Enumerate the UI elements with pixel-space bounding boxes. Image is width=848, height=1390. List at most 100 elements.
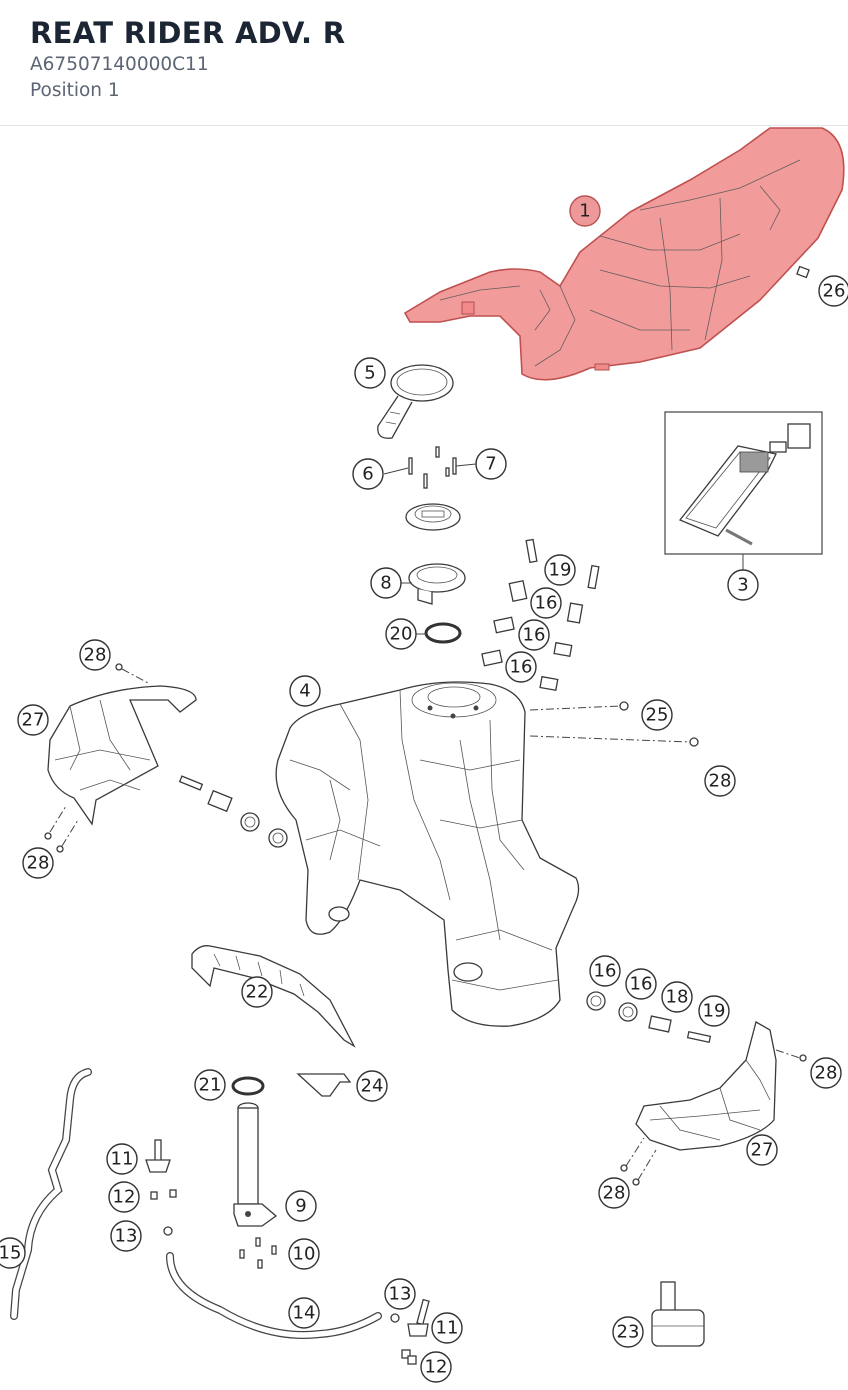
callout-15[interactable]: 15	[0, 1237, 26, 1269]
callout-13-a[interactable]: 13	[110, 1220, 142, 1252]
svg-text:7: 7	[485, 454, 496, 475]
callout-3[interactable]: 3	[727, 569, 759, 601]
callout-7[interactable]: 7	[475, 448, 507, 480]
part-5-cap-ring[interactable]	[377, 364, 454, 439]
callout-13-b[interactable]: 13	[384, 1278, 416, 1310]
part-16-19-bushings-upper[interactable]	[481, 538, 600, 692]
part-1-seat[interactable]	[403, 127, 845, 381]
svg-text:23: 23	[617, 1322, 640, 1343]
svg-text:22: 22	[246, 982, 269, 1003]
callout-10[interactable]: 10	[288, 1238, 320, 1270]
svg-text:16: 16	[510, 657, 533, 678]
svg-text:8: 8	[380, 573, 391, 594]
callout-12-a[interactable]: 12	[108, 1181, 140, 1213]
svg-text:28: 28	[709, 771, 732, 792]
part-8-cap-flange[interactable]	[408, 563, 466, 605]
svg-text:28: 28	[84, 645, 107, 666]
callout-6[interactable]: 6	[352, 458, 384, 490]
callout-28-c[interactable]: 28	[22, 847, 54, 879]
callout-28-a[interactable]: 28	[79, 639, 111, 671]
part-20-o-ring[interactable]	[424, 622, 462, 644]
svg-text:12: 12	[425, 1357, 448, 1378]
part-11-12-13-fittings-right[interactable]	[390, 1298, 430, 1365]
svg-text:15: 15	[0, 1243, 21, 1264]
callout-16-e[interactable]: 16	[625, 968, 657, 1000]
part-fuel-cap[interactable]	[405, 503, 461, 531]
part-27-left-cover[interactable]	[44, 663, 197, 853]
callout-19-upper[interactable]: 19	[544, 554, 576, 586]
callout-14[interactable]: 14	[288, 1297, 320, 1329]
callout-16-d[interactable]: 16	[589, 955, 621, 987]
svg-text:14: 14	[293, 1303, 316, 1324]
part-3-repair-kit[interactable]	[664, 411, 823, 570]
svg-text:28: 28	[815, 1063, 838, 1084]
callout-4[interactable]: 4	[289, 675, 321, 707]
svg-text:26: 26	[823, 281, 846, 302]
page-header: REAT RIDER ADV. R A67507140000C11 Positi…	[0, 0, 848, 126]
part-10-screws[interactable]	[239, 1237, 277, 1269]
svg-text:1: 1	[579, 201, 590, 222]
callout-27-left[interactable]: 27	[17, 704, 49, 736]
callout-9[interactable]: 9	[285, 1190, 317, 1222]
callout-21[interactable]: 21	[194, 1069, 226, 1101]
svg-text:4: 4	[299, 681, 310, 702]
callout-28-e[interactable]: 28	[598, 1177, 630, 1209]
part-24-bracket[interactable]	[296, 1073, 352, 1097]
part-number: A67507140000C11	[30, 54, 209, 75]
part-11-12-13-fittings-left[interactable]	[145, 1139, 177, 1236]
part-26-clip[interactable]	[796, 265, 810, 279]
part-25-28-tank-bolts[interactable]	[529, 701, 699, 747]
svg-text:27: 27	[751, 1140, 774, 1161]
part-15-hose[interactable]	[10, 1068, 92, 1320]
svg-text:16: 16	[630, 974, 653, 995]
callout-28-d[interactable]: 28	[810, 1057, 842, 1089]
callout-16-c[interactable]: 16	[505, 651, 537, 683]
svg-text:6: 6	[362, 464, 373, 485]
callout-26[interactable]: 26	[818, 275, 848, 307]
svg-text:28: 28	[27, 853, 50, 874]
svg-text:27: 27	[22, 710, 45, 731]
callout-24[interactable]: 24	[356, 1070, 388, 1102]
callout-23[interactable]: 23	[612, 1316, 644, 1348]
callout-16-a[interactable]: 16	[530, 587, 562, 619]
svg-text:24: 24	[361, 1076, 384, 1097]
svg-text:21: 21	[199, 1075, 222, 1096]
part-9-fuel-pump[interactable]	[233, 1102, 278, 1227]
svg-text:3: 3	[737, 575, 748, 596]
callout-19-lower[interactable]: 19	[698, 995, 730, 1027]
callout-18[interactable]: 18	[661, 981, 693, 1013]
callout-16-b[interactable]: 16	[518, 619, 550, 651]
callout-5[interactable]: 5	[354, 357, 386, 389]
callout-27-right[interactable]: 27	[746, 1134, 778, 1166]
svg-text:16: 16	[523, 625, 546, 646]
svg-text:5: 5	[364, 363, 375, 384]
callout-11-b[interactable]: 11	[431, 1312, 463, 1344]
part-16-18-19-bushings-lower[interactable]	[586, 991, 712, 1043]
part-left-bushings[interactable]	[178, 775, 288, 848]
callout-12-b[interactable]: 12	[420, 1351, 452, 1383]
svg-text:19: 19	[549, 560, 572, 581]
part-21-o-ring[interactable]	[231, 1076, 265, 1096]
svg-text:10: 10	[293, 1244, 316, 1265]
part-27-right-cover[interactable]	[620, 1021, 807, 1186]
callout-8[interactable]: 8	[370, 567, 402, 599]
svg-text:16: 16	[535, 593, 558, 614]
part-23-filter[interactable]	[651, 1281, 705, 1347]
position-label: Position 1	[30, 80, 120, 101]
callout-11-a[interactable]: 11	[106, 1143, 138, 1175]
callout-28-b[interactable]: 28	[704, 765, 736, 797]
part-6-7-screws[interactable]	[408, 446, 457, 489]
part-22-bracket[interactable]	[191, 945, 356, 1048]
callout-1[interactable]: 1	[569, 195, 601, 227]
part-14-hose[interactable]	[166, 1252, 382, 1339]
part-4-fuel-tank[interactable]	[275, 681, 580, 1027]
model-title: REAT RIDER ADV. R	[30, 16, 346, 50]
callout-20[interactable]: 20	[385, 618, 417, 650]
svg-text:11: 11	[111, 1149, 134, 1170]
callout-22[interactable]: 22	[241, 976, 273, 1008]
leader-lines	[383, 463, 477, 635]
svg-text:13: 13	[115, 1226, 138, 1247]
svg-text:9: 9	[295, 1196, 306, 1217]
callout-25[interactable]: 25	[641, 699, 673, 731]
